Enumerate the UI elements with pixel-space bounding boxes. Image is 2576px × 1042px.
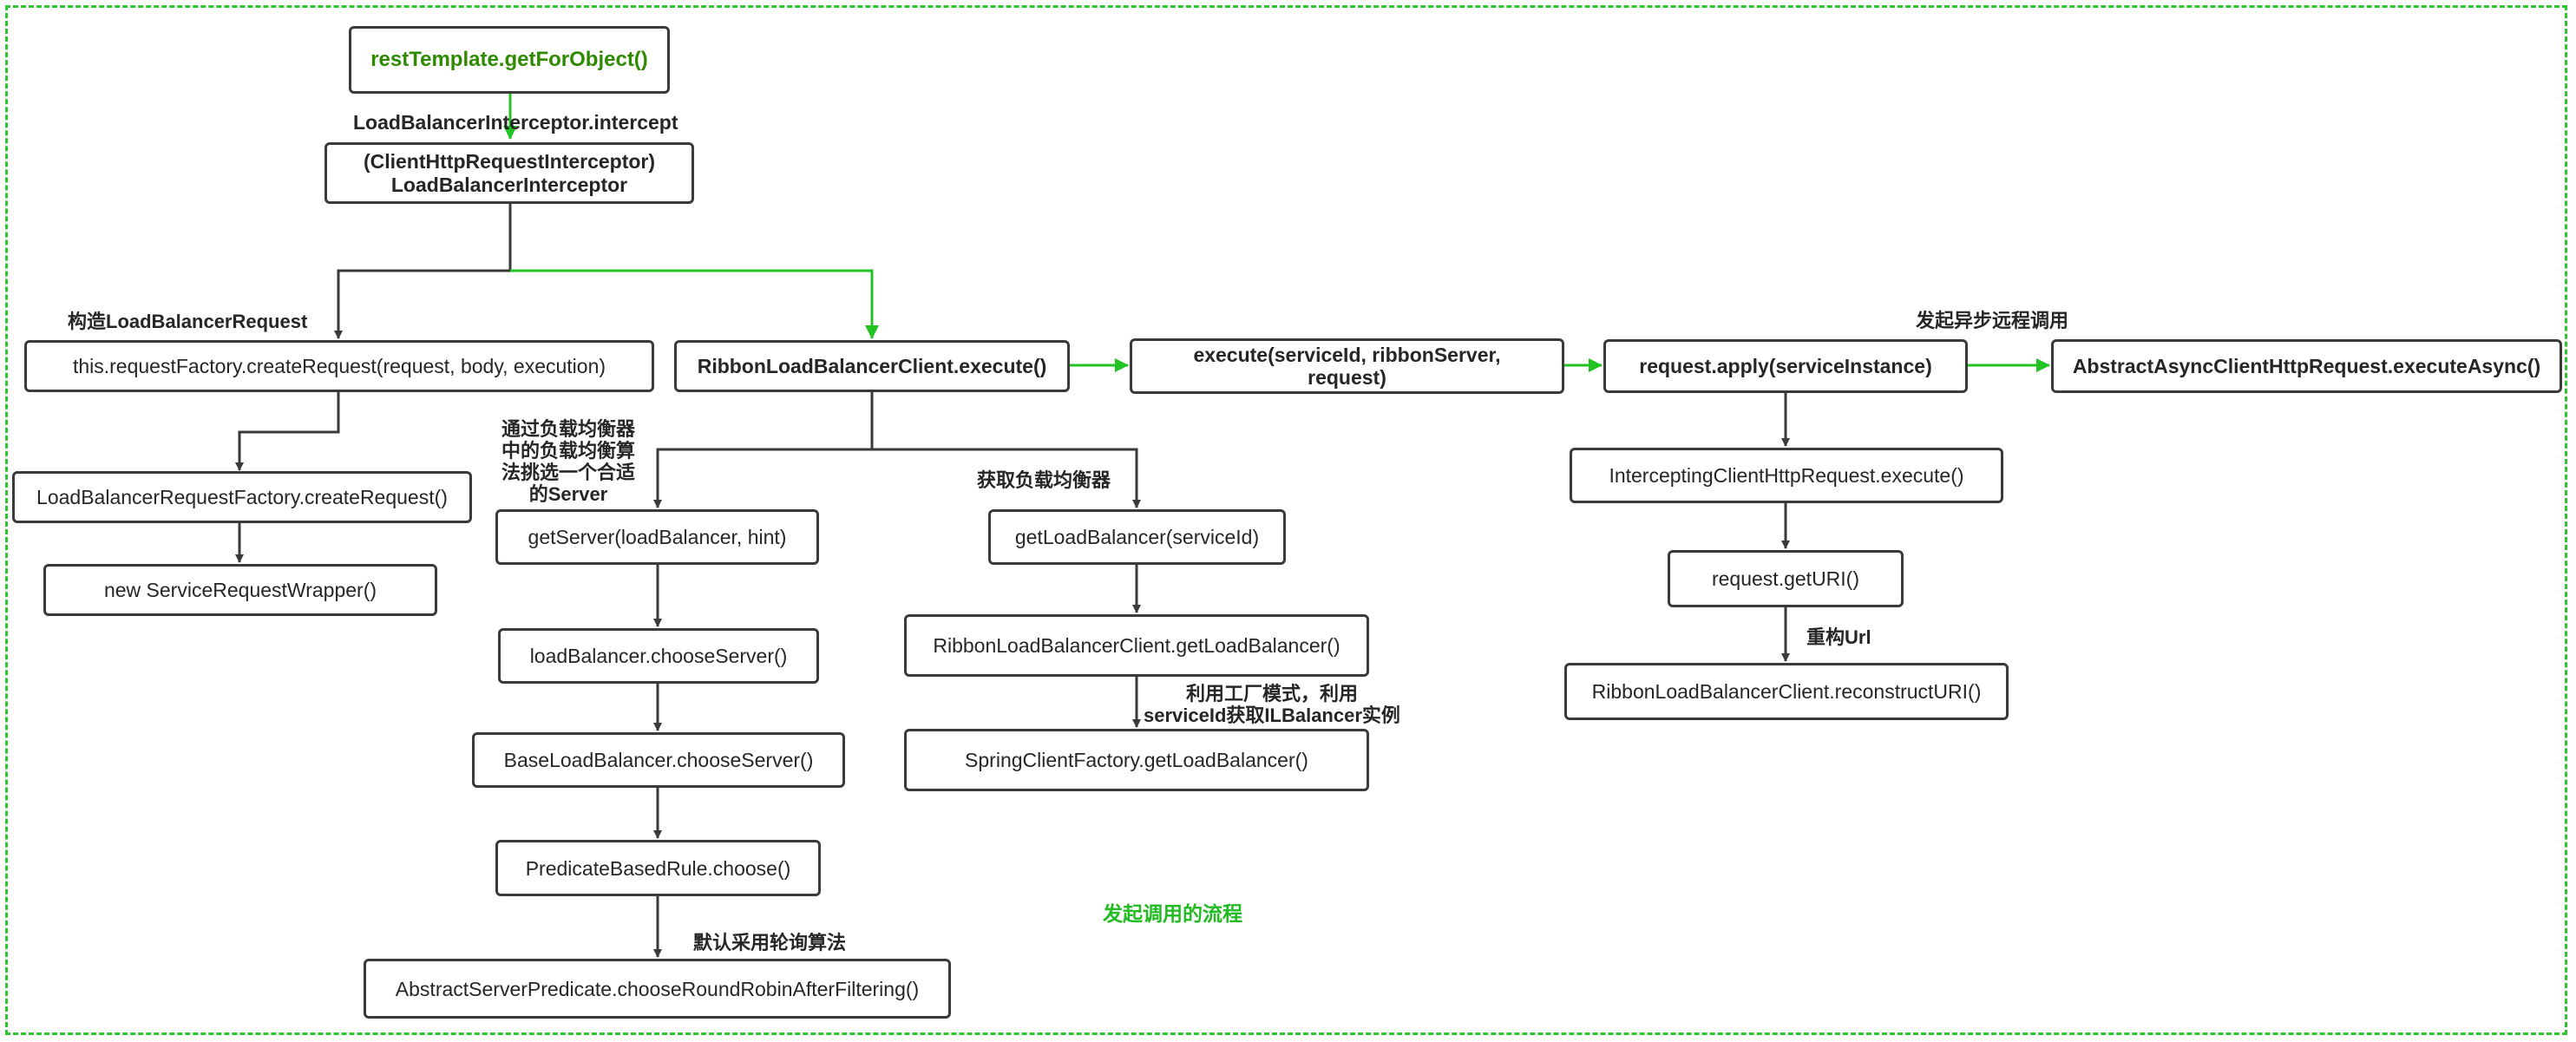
select-server-line-2: 中的负载均衡算 — [501, 440, 635, 462]
node-factory-create-request: LoadBalancerRequestFactory.createRequest… — [12, 471, 472, 523]
select-server-line-1: 通过负载均衡器 — [501, 418, 635, 440]
diagram-title: 发起调用的流程 — [1103, 902, 1242, 925]
diagram-frame — [5, 5, 2567, 1035]
node-execute-async: AbstractAsyncClientHttpRequest.executeAs… — [2051, 339, 2562, 393]
edge-create-to-factory — [235, 392, 340, 471]
label-select-server: 通过负载均衡器 中的负载均衡算 法挑选一个合适 的Server — [490, 418, 646, 505]
edge-trunk-to-create-request — [334, 269, 510, 339]
label-get-load-balancer: 获取负载均衡器 — [977, 469, 1111, 491]
factory-line-1: 利用工厂模式，利用 — [1185, 683, 1358, 704]
label-factory: 利用工厂模式，利用 serviceId获取ILBalancer实例 — [1144, 683, 1400, 726]
node-ribbon-get-load-balancer: RibbonLoadBalancerClient.getLoadBalancer… — [904, 614, 1369, 677]
node-get-server: getServer(loadBalancer, hint) — [495, 509, 819, 565]
node-request-apply: request.apply(serviceInstance) — [1603, 339, 1968, 393]
select-server-line-3: 法挑选一个合适 — [501, 462, 635, 483]
label-round-robin-default: 默认采用轮询算法 — [693, 932, 847, 954]
node-ribbon-execute: RibbonLoadBalancerClient.execute() — [674, 340, 1070, 392]
edge-ribbon-to-getserver — [653, 448, 872, 508]
edge-trunk-to-ribbon-execute — [510, 269, 879, 339]
node-intercepting-execute: InterceptingClientHttpRequest.execute() — [1570, 448, 2003, 503]
factory-line-2: serviceId获取ILBalancer实例 — [1144, 704, 1400, 726]
execute-line-1: execute(serviceId, ribbonServer, — [1193, 344, 1501, 366]
label-rebuild-url: 重构Url — [1806, 626, 1871, 648]
execute-line-2: request) — [1308, 366, 1386, 389]
node-predicate-choose: PredicateBasedRule.choose() — [495, 840, 821, 896]
label-async-call: 发起异步远程调用 — [1916, 310, 2069, 331]
node-reconstruct-uri: RibbonLoadBalancerClient.reconstructURI(… — [1564, 663, 2009, 720]
edge-ribbon-to-getlb — [872, 448, 1141, 508]
node-spring-factory-get-load-balancer: SpringClientFactory.getLoadBalancer() — [904, 729, 1369, 791]
interceptor-line-2: LoadBalancerInterceptor — [390, 173, 628, 196]
select-server-line-4: 的Server — [528, 483, 608, 505]
node-service-request-wrapper: new ServiceRequestWrapper() — [43, 564, 437, 616]
node-get-load-balancer: getLoadBalancer(serviceId) — [988, 509, 1286, 565]
node-create-request: this.requestFactory.createRequest(reques… — [24, 340, 654, 392]
node-rest-template: restTemplate.getForObject() — [349, 26, 670, 94]
node-choose-server: loadBalancer.chooseServer() — [498, 628, 819, 684]
interceptor-line-1: (ClientHttpRequestInterceptor) — [363, 149, 656, 173]
node-base-choose-server: BaseLoadBalancer.chooseServer() — [472, 732, 845, 788]
node-get-uri: request.getURI() — [1668, 550, 1904, 607]
label-build-request: 构造LoadBalancerRequest — [68, 311, 308, 332]
node-loadbalancer-interceptor: (ClientHttpRequestInterceptor) LoadBalan… — [324, 142, 694, 204]
node-execute-service: execute(serviceId, ribbonServer, request… — [1130, 338, 1564, 394]
node-round-robin: AbstractServerPredicate.chooseRoundRobin… — [364, 959, 951, 1019]
label-intercept: LoadBalancerInterceptor.intercept — [353, 111, 678, 134]
